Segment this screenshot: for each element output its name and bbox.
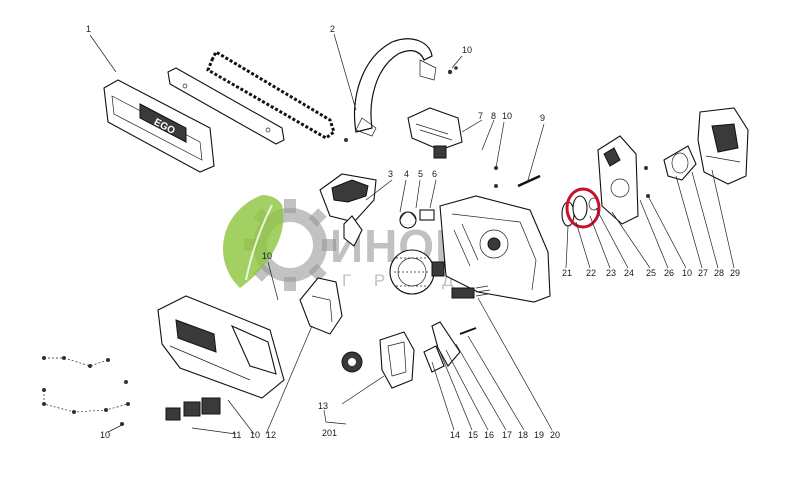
callout-18: 18 [518,430,528,440]
part-motor [389,249,445,295]
part-rear-handle-grip [319,173,377,247]
callout-3: 3 [388,169,393,179]
callout-5: 5 [418,169,423,179]
callout-10: 10 [502,111,512,121]
callout-11: 11 [232,430,241,440]
callout-25: 25 [646,268,656,278]
callout-10: 10 [682,268,692,278]
part-terminal-blocks [165,397,221,421]
callout-10: 10 [262,251,272,261]
callout-numbers: 1 2 10 7 8 10 9 3 4 5 6 10 21 22 23 24 2… [86,24,740,440]
leaf-icon [222,195,284,288]
callout-7: 7 [478,111,483,121]
callout-10: 10 [250,430,260,440]
part-front-handle [353,38,437,137]
callout-27: 27 [698,268,708,278]
part-trigger-assembly [341,331,415,389]
callout-10: 10 [462,45,472,55]
callout-4: 4 [404,169,409,179]
part-brake-lever [423,321,477,373]
part-switch-assembly [407,107,463,159]
callout-23: 23 [606,268,616,278]
highlight-ring [565,187,601,229]
callout-29: 29 [730,268,740,278]
part-rod [517,174,541,188]
callout-15: 15 [468,430,478,440]
callout-201: 201 [322,428,337,438]
callout-24: 24 [624,268,634,278]
screw-group-left [42,356,130,426]
callout-9: 9 [540,113,545,123]
callout-28: 28 [714,268,724,278]
leader-lines [89,33,735,435]
callout-14: 14 [450,430,460,440]
part-chain [206,49,336,140]
callout-20: 20 [550,430,560,440]
callout-13: 13 [318,401,328,411]
callout-1: 1 [86,24,91,34]
part-sprocket-cover [597,135,650,225]
callout-6: 6 [432,169,437,179]
callout-10: 10 [100,430,110,440]
part-main-housing [439,195,551,303]
callout-2: 2 [330,24,335,34]
callout-21: 21 [562,268,572,278]
callout-26: 26 [664,268,674,278]
part-sprockets [399,209,435,229]
part-bar-plate [167,67,285,145]
part-chain-guard [299,277,343,335]
callout-19: 19 [534,430,544,440]
part-guide-bar-cover: EGO [103,79,215,173]
callout-22: 22 [586,268,596,278]
callout-16: 16 [484,430,494,440]
callout-12: 12 [266,430,276,440]
part-washers [561,187,601,229]
part-battery-contact [451,285,491,299]
callout-17: 17 [502,430,512,440]
callout-8: 8 [491,111,496,121]
part-side-cover [697,107,749,185]
part-battery-housing [157,295,285,399]
part-tension-knob [663,145,697,181]
